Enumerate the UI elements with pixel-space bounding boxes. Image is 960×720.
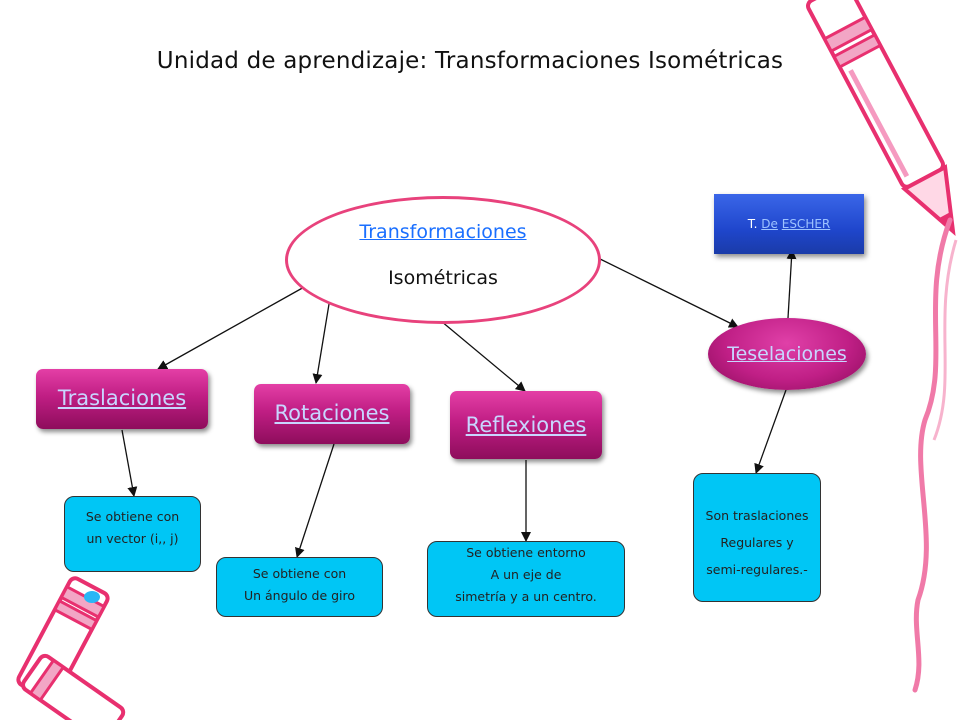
traslaciones-node[interactable]: Traslaciones (36, 369, 208, 429)
teselaciones-link[interactable]: Teselaciones (727, 343, 847, 365)
escher-link[interactable]: ESCHER (781, 217, 831, 231)
note-line: Son traslaciones (705, 508, 809, 523)
note-line: Regulares y (720, 535, 794, 550)
escher-de-link[interactable]: De (761, 217, 778, 231)
note-line: simetría y a un centro. (455, 589, 597, 604)
arrow-teselaciones-note (754, 389, 787, 474)
note-line: Se obtiene con (85, 509, 180, 524)
center-oval-node: Transformaciones Isométricas (285, 196, 601, 324)
escher-prefix: T. (747, 217, 762, 231)
isometricas-label: Isométricas (388, 267, 498, 289)
rotaciones-note: Se obtiene con Un ángulo de giro (216, 557, 383, 617)
rotaciones-link[interactable]: Rotaciones (274, 401, 390, 425)
arrow-center-teselaciones (593, 255, 739, 328)
arrow-rotaciones-note (295, 443, 335, 558)
note-line: Un ángulo de giro (243, 588, 356, 603)
reflexiones-node[interactable]: Reflexiones (450, 391, 602, 459)
arrow-traslaciones-note (121, 429, 138, 497)
note-line: Se obtiene entorno (466, 545, 586, 560)
arrow-center-traslaciones (157, 285, 307, 370)
note-line: A un eje de (490, 567, 562, 582)
page-title: Unidad de aprendizaje: Transformaciones … (156, 48, 784, 74)
traslaciones-note: Se obtiene con un vector (i,, j) (64, 496, 201, 572)
note-line: un vector (i,, j) (86, 531, 179, 546)
traslaciones-link[interactable]: Traslaciones (57, 386, 187, 410)
reflexiones-note: Se obtiene entorno A un eje de simetría … (427, 541, 625, 617)
reflexiones-link[interactable]: Reflexiones (465, 413, 587, 437)
note-line: semi-regulares.- (706, 562, 808, 577)
escher-box: T. De ESCHER (714, 194, 864, 254)
teselaciones-node[interactable]: Teselaciones (708, 318, 866, 390)
pencil-icon-bottom-left (16, 576, 126, 720)
arrow-center-reflexiones (434, 315, 526, 392)
arrow-teselaciones-escher (786, 249, 797, 319)
pencil-icon-right (806, 0, 958, 693)
arrow-center-rotaciones (312, 297, 331, 384)
teselaciones-note: Son traslaciones Regulares y semi-regula… (693, 473, 821, 602)
rotaciones-node[interactable]: Rotaciones (254, 384, 410, 444)
note-line: Se obtiene con (252, 566, 347, 581)
transformaciones-link[interactable]: Transformaciones (359, 221, 527, 243)
